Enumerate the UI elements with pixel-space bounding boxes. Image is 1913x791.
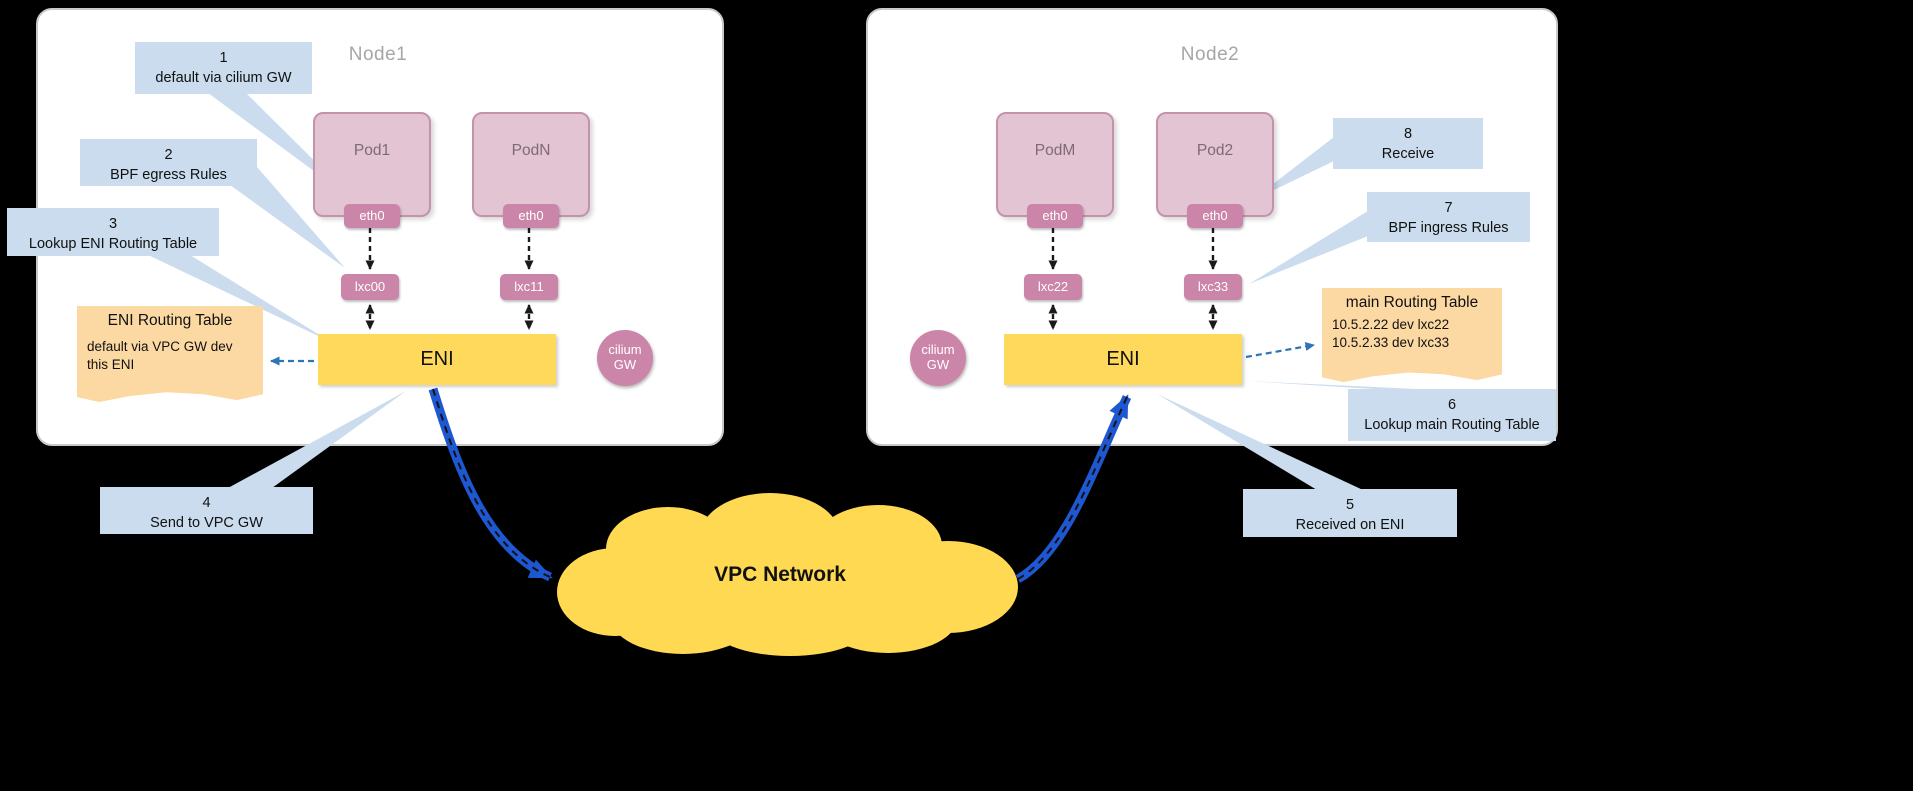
node1-cilium-gw-line1: cilium bbox=[608, 342, 642, 358]
pod-podm: PodM eth0 bbox=[996, 112, 1114, 228]
callout-4: 4 Send to VPC GW bbox=[100, 487, 313, 534]
lxc33-badge: lxc33 bbox=[1184, 274, 1242, 300]
node1-note-title: ENI Routing Table bbox=[107, 312, 233, 329]
node1-eni-routing-table-note: ENI Routing Table default via VPC GW dev… bbox=[77, 306, 263, 403]
node1-title: Node1 bbox=[348, 44, 408, 65]
node2-eni-box: ENI bbox=[1004, 334, 1242, 385]
callout-1-num: 1 bbox=[219, 50, 228, 66]
node1-cilium-gw-line2: GW bbox=[613, 357, 637, 372]
node2-cilium-gw-line1: cilium bbox=[921, 342, 955, 358]
pod2-eth0-badge: eth0 bbox=[1187, 204, 1243, 228]
node2-title: Node2 bbox=[1180, 44, 1240, 65]
callout-2-num: 2 bbox=[164, 147, 173, 163]
callout-7-num: 7 bbox=[1444, 200, 1453, 216]
node1-cilium-gw-circle: cilium GW bbox=[597, 330, 653, 386]
callout-6-label: Lookup main Routing Table bbox=[1364, 417, 1540, 433]
podm-eth0-badge: eth0 bbox=[1027, 204, 1083, 228]
pod-podm-name: PodM bbox=[1034, 142, 1076, 159]
callout-1: 1 default via cilium GW bbox=[135, 42, 312, 94]
node2-cilium-gw-line2: GW bbox=[926, 357, 950, 372]
callout-3-num: 3 bbox=[108, 216, 118, 232]
lxc00-badge: lxc00 bbox=[341, 274, 399, 300]
vpc-network-label: VPC Network bbox=[714, 563, 846, 586]
node2-note-line1: 10.5.2.22 dev lxc22 bbox=[1332, 317, 1450, 332]
pod1-eth0-badge: eth0 bbox=[344, 204, 400, 228]
callout-8-num: 8 bbox=[1403, 126, 1413, 142]
callout-1-label: default via cilium GW bbox=[155, 70, 292, 86]
pod-podn-name: PodN bbox=[511, 142, 551, 159]
callout-2-label: BPF egress Rules bbox=[110, 167, 227, 183]
pod-pod1: Pod1 eth0 bbox=[313, 112, 431, 228]
node1-note-body: default via VPC GW dev this ENI bbox=[87, 339, 233, 373]
callout-6: 6 Lookup main Routing Table bbox=[1348, 389, 1556, 441]
podn-eth0-badge: eth0 bbox=[503, 204, 559, 228]
callout-5-num: 5 bbox=[1345, 497, 1355, 513]
pod-pod1-name: Pod1 bbox=[353, 142, 391, 159]
callout-3: 3 Lookup ENI Routing Table bbox=[7, 208, 219, 256]
pod-podn: PodN eth0 bbox=[472, 112, 590, 228]
node2-cilium-gw-circle: cilium GW bbox=[910, 330, 966, 386]
callout-5-label: Received on ENI bbox=[1295, 517, 1405, 533]
callout-7: 7 BPF ingress Rules bbox=[1367, 192, 1530, 242]
callout-8-label: Receive bbox=[1381, 146, 1435, 162]
callout-2: 2 BPF egress Rules bbox=[80, 139, 257, 186]
callout-7-label: BPF ingress Rules bbox=[1388, 220, 1509, 236]
lxc11-badge: lxc11 bbox=[500, 274, 558, 300]
callout-4-num: 4 bbox=[202, 495, 211, 511]
callout-5: 5 Received on ENI bbox=[1243, 489, 1457, 537]
callout-6-num: 6 bbox=[1447, 397, 1457, 413]
callout-8: 8 Receive bbox=[1333, 118, 1483, 169]
node1-eni-box: ENI bbox=[318, 334, 556, 385]
node2-note-line2: 10.5.2.33 dev lxc33 bbox=[1332, 335, 1450, 351]
callout-3-label: Lookup ENI Routing Table bbox=[28, 236, 198, 252]
lxc22-badge: lxc22 bbox=[1024, 274, 1082, 300]
node2-note-title: main Routing Table bbox=[1345, 294, 1479, 311]
pod-pod2-name: Pod2 bbox=[1196, 142, 1234, 159]
pod-pod2: Pod2 eth0 bbox=[1156, 112, 1274, 228]
node2-main-routing-table-note: main Routing Table 10.5.2.22 dev lxc22 1… bbox=[1322, 288, 1502, 383]
callout-4-label: Send to VPC GW bbox=[150, 515, 263, 531]
